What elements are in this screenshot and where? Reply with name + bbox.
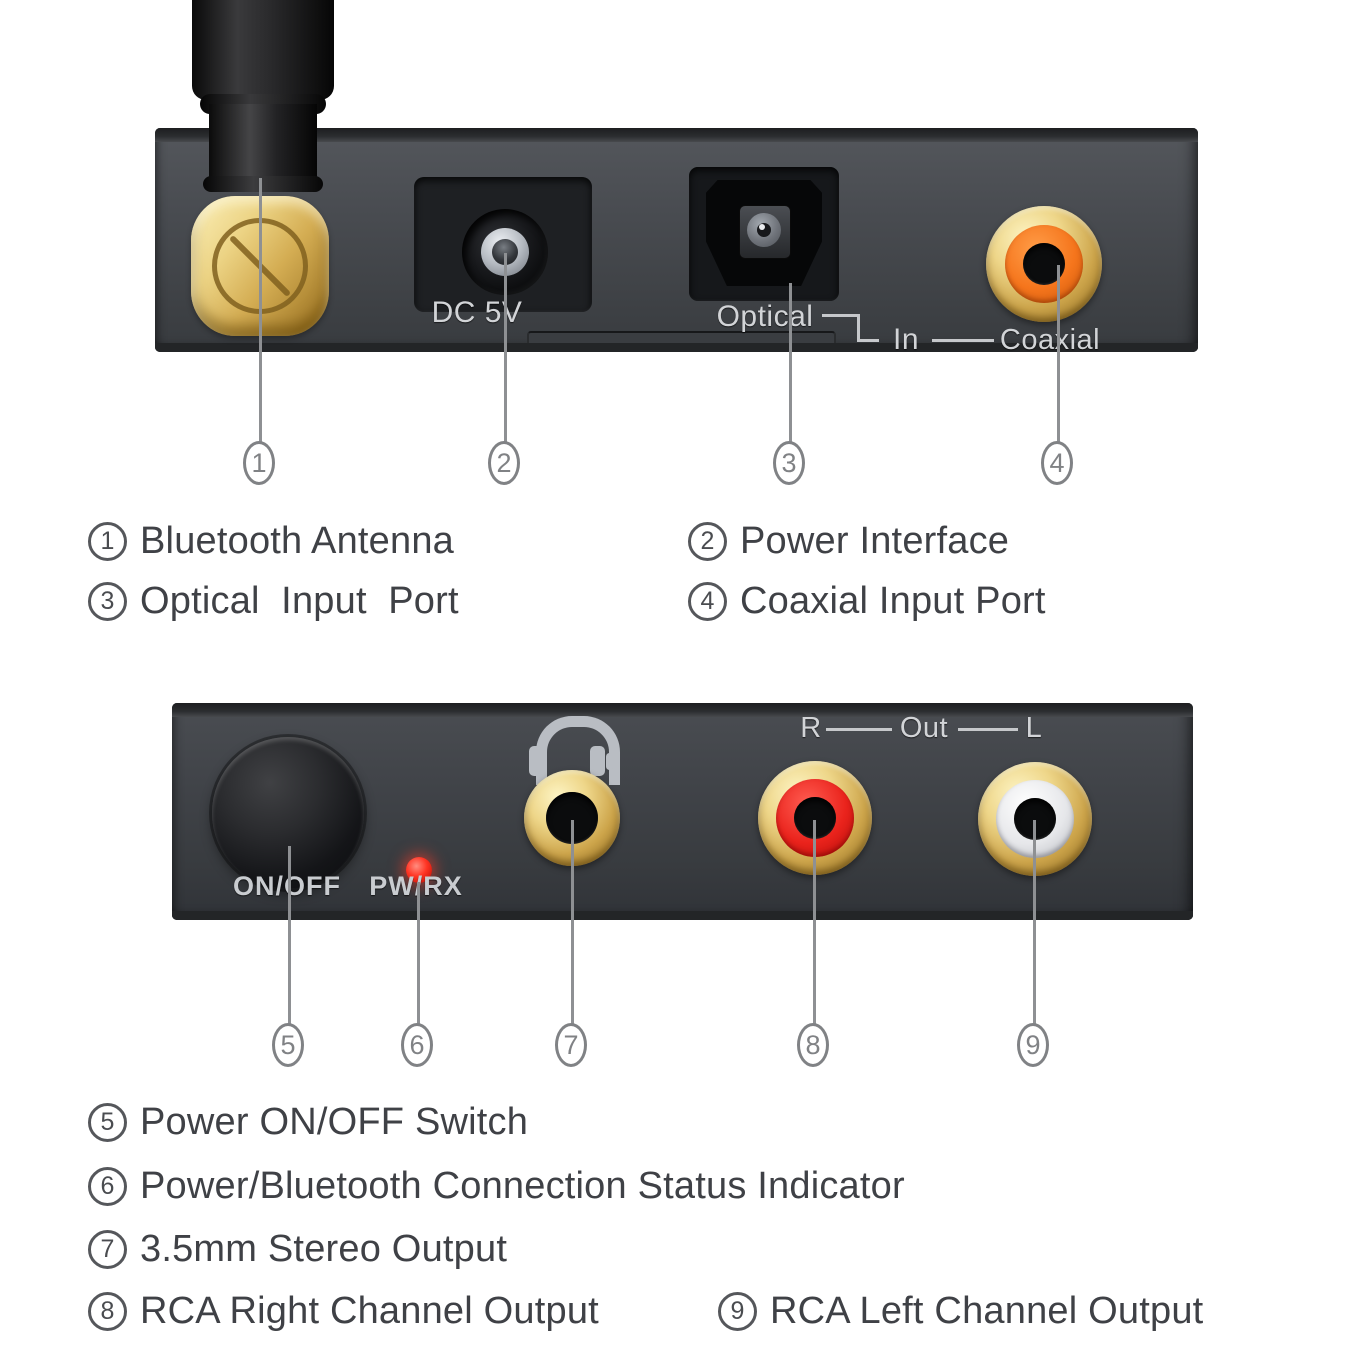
coaxial-label: Coaxial bbox=[999, 324, 1101, 356]
legend-item-rca-left: 9 RCA Left Channel Output bbox=[718, 1288, 1203, 1334]
legend-label: Power/Bluetooth Connection Status Indica… bbox=[140, 1164, 905, 1207]
headphones-right-cup bbox=[590, 746, 605, 776]
optical-label: Optical bbox=[716, 300, 814, 333]
callout-line-6 bbox=[417, 882, 420, 1027]
legend-num: 9 bbox=[718, 1291, 757, 1331]
legend-num: 4 bbox=[688, 581, 727, 621]
r-label: R bbox=[800, 712, 822, 744]
power-led bbox=[406, 857, 432, 883]
legend-label: Power ON/OFF Switch bbox=[140, 1100, 529, 1143]
dc-label: DC 5V bbox=[431, 296, 523, 329]
legend-item-stereo-output: 7 3.5mm Stereo Output bbox=[88, 1226, 507, 1272]
legend-item-coaxial-input: 4 Coaxial Input Port bbox=[688, 578, 1046, 624]
callout-marker-9: 9 bbox=[1017, 1023, 1049, 1067]
marker-digit: 6 bbox=[409, 1029, 425, 1060]
marker-digit: 9 bbox=[1025, 1029, 1041, 1060]
callout-marker-4: 4 bbox=[1041, 441, 1073, 485]
callout-line-9 bbox=[1033, 820, 1036, 1027]
label-connector bbox=[822, 314, 860, 317]
label-connector bbox=[826, 728, 892, 731]
callout-marker-8: 8 bbox=[797, 1023, 829, 1067]
callout-marker-2: 2 bbox=[488, 441, 520, 485]
callout-line-7 bbox=[571, 820, 574, 1027]
legend-num: 6 bbox=[88, 1166, 127, 1206]
callout-line-1 bbox=[259, 178, 262, 446]
callout-line-5 bbox=[288, 846, 291, 1027]
legend-item-optical-input: 3 Optical Input Port bbox=[88, 578, 459, 624]
label-connector bbox=[958, 728, 1018, 731]
legend-label: RCA Left Channel Output bbox=[770, 1289, 1204, 1332]
antenna-shaft bbox=[209, 104, 317, 186]
toslink-highlight bbox=[759, 224, 765, 230]
in-label: In bbox=[892, 323, 920, 356]
marker-digit: 7 bbox=[563, 1029, 579, 1060]
legend-label: Power Interface bbox=[740, 519, 1010, 562]
legend-label: RCA Right Channel Output bbox=[140, 1289, 599, 1332]
legend-num: 5 bbox=[88, 1102, 127, 1142]
l-label: L bbox=[1025, 712, 1043, 744]
callout-line-8 bbox=[813, 820, 816, 1027]
antenna-cone bbox=[192, 0, 334, 100]
marker-digit: 8 bbox=[805, 1029, 821, 1060]
callout-line-4 bbox=[1057, 265, 1060, 446]
legend-item-power-interface: 2 Power Interface bbox=[688, 518, 1009, 564]
out-label: Out bbox=[899, 712, 949, 744]
legend-item-rca-right: 8 RCA Right Channel Output bbox=[88, 1288, 599, 1334]
marker-digit: 1 bbox=[251, 447, 267, 478]
legend-num: 1 bbox=[88, 521, 127, 561]
panel-bottom-bevel bbox=[172, 911, 1193, 920]
callout-marker-3: 3 bbox=[773, 441, 805, 485]
callout-marker-6: 6 bbox=[401, 1023, 433, 1067]
headphones-left-cup bbox=[529, 746, 544, 776]
label-connector bbox=[932, 339, 994, 342]
marker-digit: 3 bbox=[781, 447, 797, 478]
headphones-icon bbox=[527, 714, 620, 785]
pwrx-label: PW/RX bbox=[369, 871, 463, 901]
callout-marker-7: 7 bbox=[555, 1023, 587, 1067]
callout-marker-1: 1 bbox=[243, 441, 275, 485]
panel-bottom-bevel bbox=[155, 343, 1198, 352]
callout-line-3 bbox=[789, 283, 792, 446]
dc-power-jack bbox=[414, 177, 592, 312]
label-connector bbox=[857, 339, 879, 342]
legend-label: Bluetooth Antenna bbox=[140, 519, 455, 562]
legend-item-power-switch: 5 Power ON/OFF Switch bbox=[88, 1099, 528, 1145]
panel-notch bbox=[527, 331, 836, 345]
callout-line-2 bbox=[504, 253, 507, 446]
legend-num: 7 bbox=[88, 1229, 127, 1269]
legend-label: Optical Input Port bbox=[140, 579, 459, 622]
headphones-plug-nub bbox=[606, 753, 613, 770]
antenna-ring bbox=[203, 176, 323, 192]
optical-input-port bbox=[689, 167, 839, 301]
onoff-label: ON/OFF bbox=[233, 871, 341, 901]
legend-item-status-indicator: 6 Power/Bluetooth Connection Status Indi… bbox=[88, 1163, 905, 1209]
label-connector bbox=[857, 314, 860, 342]
legend-num: 8 bbox=[88, 1291, 127, 1331]
legend-num: 3 bbox=[88, 581, 127, 621]
legend-num: 2 bbox=[688, 521, 727, 561]
callout-marker-5: 5 bbox=[272, 1023, 304, 1067]
legend-label: Coaxial Input Port bbox=[740, 579, 1046, 622]
marker-digit: 4 bbox=[1049, 447, 1065, 478]
marker-digit: 5 bbox=[280, 1029, 296, 1060]
legend-item-bluetooth-antenna: 1 Bluetooth Antenna bbox=[88, 518, 454, 564]
marker-digit: 2 bbox=[496, 447, 512, 478]
legend-label: 3.5mm Stereo Output bbox=[140, 1227, 508, 1270]
